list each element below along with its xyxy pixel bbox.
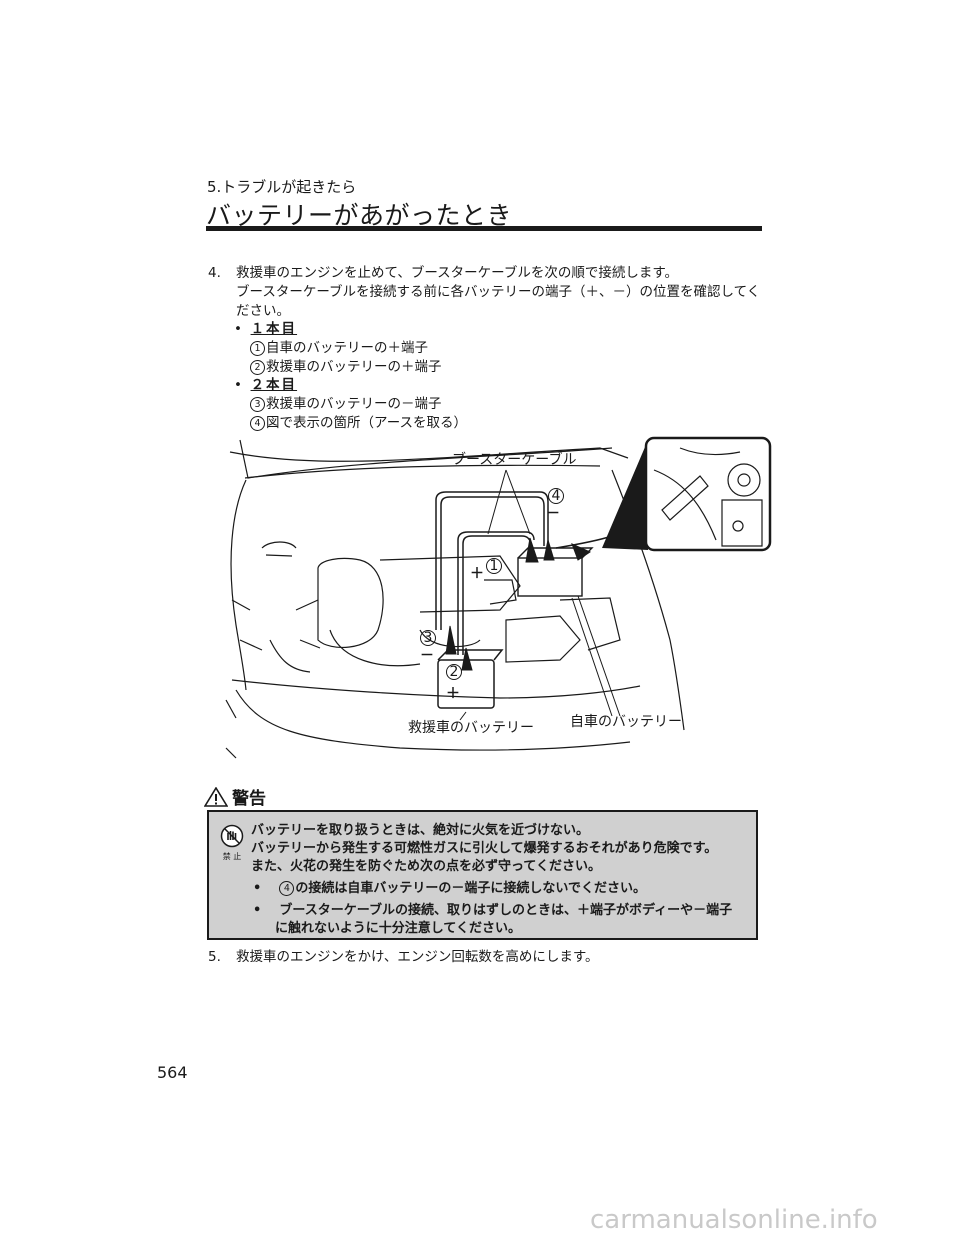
booster-cable xyxy=(435,491,613,655)
step-text: ださい。 xyxy=(236,303,290,319)
marker-4: 4 － xyxy=(546,488,564,522)
marker-number: 3 xyxy=(424,630,433,646)
warning-bullet-text: の接続は自車バッテリーの－端子に接続しないでください。 xyxy=(295,881,647,896)
label-own-battery: 自車のバッテリー xyxy=(570,713,682,730)
warning-box: 禁 止 バッテリーを取り扱うときは、絶対に火気を近づけない。 バッテリーから発生… xyxy=(207,810,758,940)
car-outline xyxy=(225,439,685,759)
marker-number: 4 xyxy=(552,488,561,504)
ground-point-inset xyxy=(602,436,772,552)
warning-heading: 警告 xyxy=(203,784,266,809)
circled-number: 3 xyxy=(250,397,265,412)
warning-text: バッテリーから発生する可燃性ガスに引火して爆発するおそれがあり危険です。 xyxy=(251,841,718,856)
minus-sign: － xyxy=(546,506,560,522)
section-label: 5.トラブルが起きたら xyxy=(207,178,357,196)
prohibited-icon-block: 禁 止 xyxy=(219,824,245,862)
marker-2: 2 ＋ xyxy=(446,664,462,702)
label-booster-cable: ブースターケーブル xyxy=(452,451,576,468)
warning-bullet-text: に触れないように十分注意してください。 xyxy=(275,921,521,936)
circled-number: 1 xyxy=(250,341,265,356)
list-item-text: 救援車のバッテリーの＋端子 xyxy=(266,359,442,375)
marker-1: 1 ＋ xyxy=(470,558,502,582)
list-item-text: 図で表示の箇所（アースを取る） xyxy=(266,415,468,431)
step-text: ブースターケーブルを接続する前に各バッテリーの端子（＋、－）の位置を確認してく xyxy=(236,284,761,300)
page-title: バッテリーがあがったとき xyxy=(206,201,513,230)
step-5: 5. 救援車のエンジンをかけ、エンジン回転数を高めにします。 xyxy=(208,948,768,967)
label-rescue-battery: 救援車のバッテリー xyxy=(408,719,534,736)
warning-triangle-icon xyxy=(203,786,229,807)
bullet-dot: • xyxy=(234,377,242,393)
minus-sign: － xyxy=(420,648,434,664)
title-rule xyxy=(206,226,762,231)
watermark: carmanualsonline.info xyxy=(590,1205,878,1235)
step-text: 救援車のエンジンをかけ、エンジン回転数を高めにします。 xyxy=(236,949,599,965)
circled-number: 4 xyxy=(279,881,295,896)
warning-bullet-text: ブースターケーブルの接続、取りはずしのときは、＋端子がボディーや－端子 xyxy=(279,903,733,918)
bullet-dot: • xyxy=(234,321,242,337)
page-number: 564 xyxy=(157,1063,188,1082)
marker-3: 3 － xyxy=(420,630,436,664)
warning-text: また、火花の発生を防ぐため次の点を必ず守ってください。 xyxy=(251,859,601,874)
step-number: 4. xyxy=(208,265,221,281)
list-item-text: 救援車のバッテリーの－端子 xyxy=(266,396,442,412)
plus-sign: ＋ xyxy=(470,566,484,582)
step-text: 救援車のエンジンを止めて、ブースターケーブルを次の順で接続します。 xyxy=(236,265,678,281)
step-4: 4. 救援車のエンジンを止めて、ブースターケーブルを次の順で接続します。 ブースタ… xyxy=(208,264,768,321)
circled-number: 2 xyxy=(250,360,265,375)
prohibited-caption: 禁 止 xyxy=(222,852,242,861)
bullet-heading: １本目 xyxy=(250,321,298,337)
step-number: 5. xyxy=(208,949,221,965)
cable-clamps xyxy=(445,537,592,671)
bullet-heading: ２本目 xyxy=(250,377,298,393)
warning-title: 警告 xyxy=(232,789,266,809)
marker-number: 1 xyxy=(490,558,499,574)
leader-lines xyxy=(459,469,621,721)
warning-bullet-2: • ブースターケーブルの接続、取りはずしのときは、＋端子がボディーや－端子 に触… xyxy=(253,902,753,938)
prohibited-hand-icon xyxy=(220,824,244,848)
warning-text: バッテリーを取り扱うときは、絶対に火気を近づけない。 xyxy=(251,823,590,838)
marker-number: 2 xyxy=(450,664,459,680)
list-item-text: 自車のバッテリーの＋端子 xyxy=(266,340,428,356)
circled-number: 4 xyxy=(250,416,265,431)
plus-sign: ＋ xyxy=(446,686,460,702)
